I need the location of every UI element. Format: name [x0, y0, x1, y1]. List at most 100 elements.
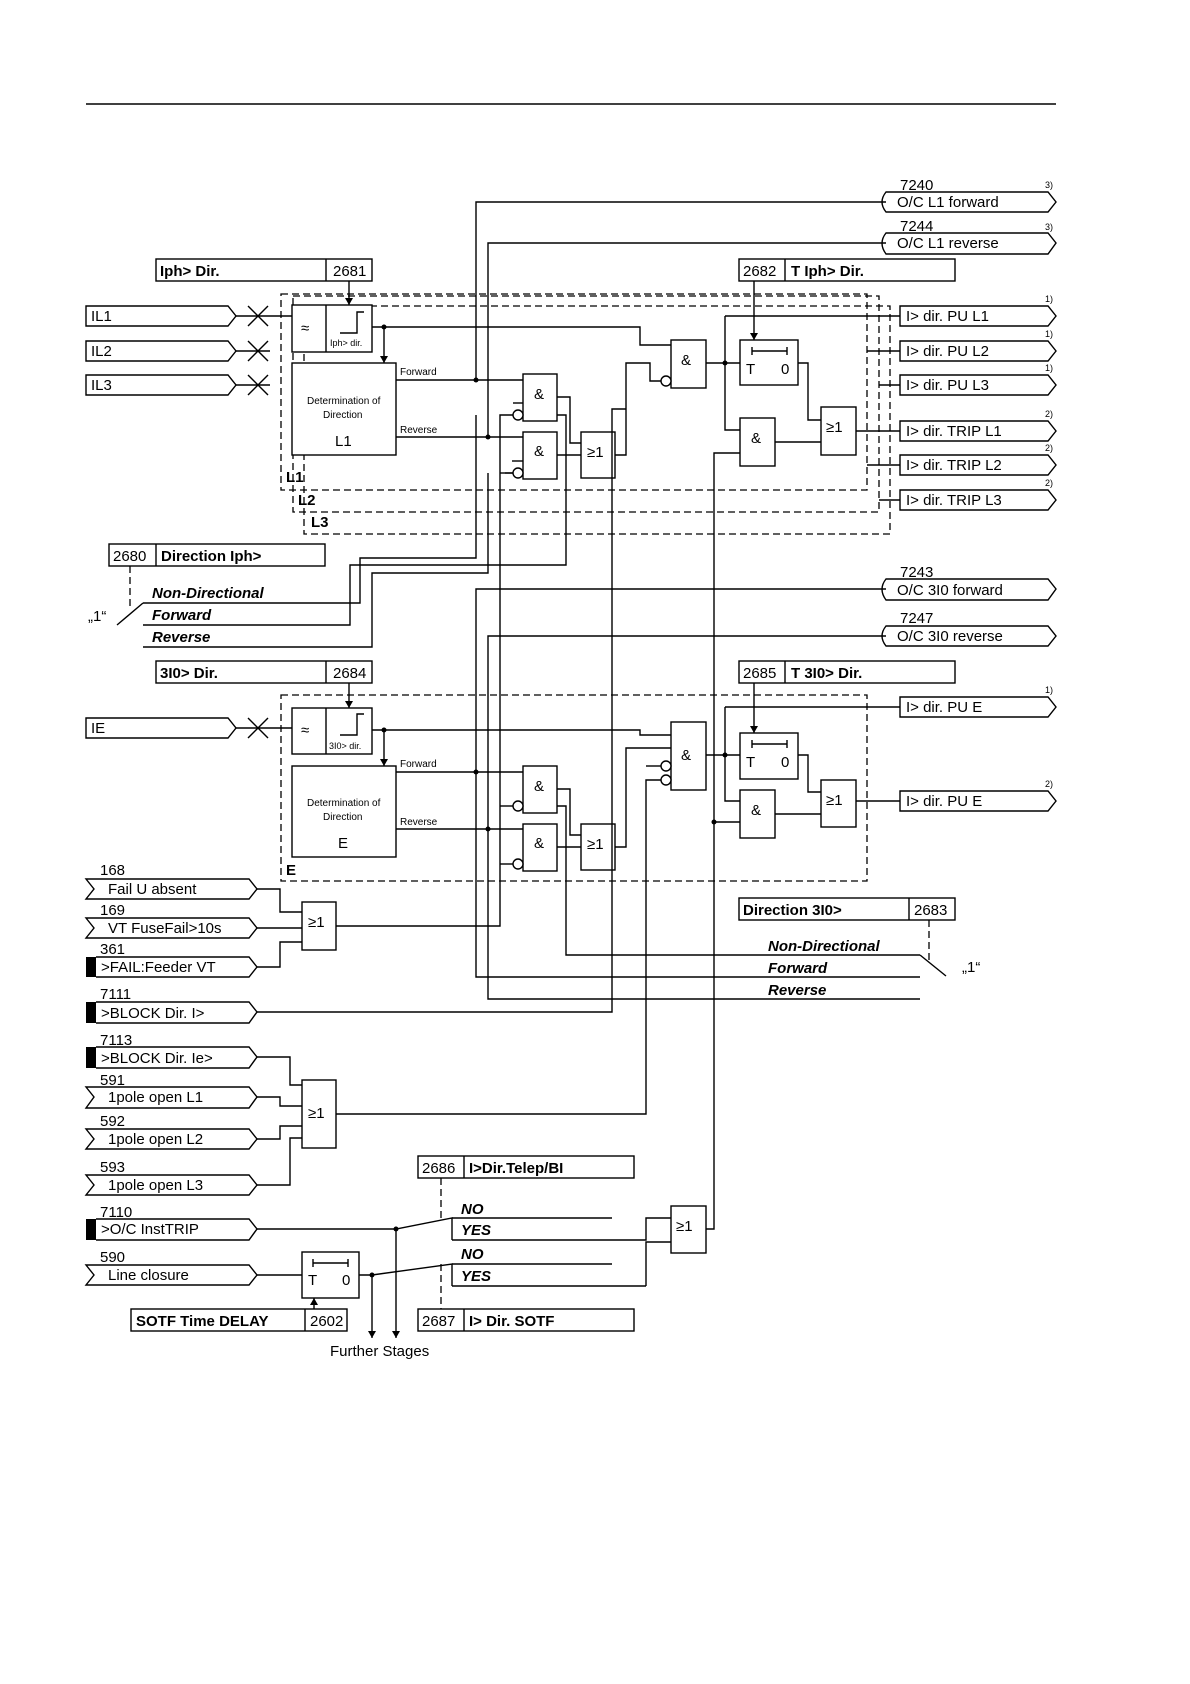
bi-label: >BLOCK Dir. I> [101, 1005, 205, 1022]
input-il1: IL1 [85, 305, 237, 327]
mode-yes: YES [461, 1268, 491, 1285]
bi-number: 7113 [100, 1032, 132, 1049]
or-gate-block-e [301, 1079, 337, 1149]
gate-symbol: & [751, 802, 761, 819]
det-label: Direction [323, 812, 362, 823]
gate-symbol: ≥1 [308, 914, 325, 931]
param-3i0-dir: 3I0> Dir. 2684 [155, 660, 373, 684]
footnote: 1) [1045, 329, 1053, 339]
input-label: IE [91, 720, 105, 737]
gate-symbol: & [534, 386, 544, 403]
bi-label: VT FuseFail>10s [108, 920, 222, 937]
det-phase: E [338, 835, 348, 852]
output-label: O/C L1 reverse [897, 235, 999, 252]
output-pu-l2: I> dir. PU L2 1) [899, 329, 1057, 362]
timer-t: T [746, 361, 755, 378]
timer-t-iph: T 0 [739, 339, 799, 386]
selector-one: „1“ [88, 608, 106, 625]
and-gate-rev-e [522, 823, 558, 872]
mode-forward: Forward [152, 607, 212, 624]
mode-no: NO [461, 1201, 484, 1218]
footnote: 3) [1045, 222, 1053, 232]
bi-number: 592 [100, 1113, 125, 1130]
gate-symbol: ≥1 [587, 836, 604, 853]
and-gate-fwd-l1 [522, 373, 558, 422]
param-number: 2602 [310, 1313, 343, 1330]
bi-label: 1pole open L1 [108, 1089, 203, 1106]
param-sotf: 2687 I> Dir. SOTF [417, 1308, 635, 1332]
gate-symbol: ≥1 [587, 444, 604, 461]
param-number: 2686 [422, 1160, 455, 1177]
timer-t: T [308, 1272, 317, 1289]
footnote: 2) [1045, 478, 1053, 488]
footnote: 2) [1045, 779, 1053, 789]
gate-symbol: & [534, 443, 544, 460]
reverse-small: Reverse [400, 425, 438, 436]
param-label: I>Dir.Telep/BI [469, 1160, 563, 1177]
param-number: 2683 [914, 902, 947, 919]
zone-l1-label: L1 [286, 469, 304, 486]
input-label: IL1 [91, 308, 112, 325]
output-number: 7243 [900, 564, 933, 581]
and-gate-main-e [670, 721, 707, 791]
param-direction-3i0: Direction 3I0> 2683 [738, 897, 956, 921]
param-label: Direction Iph> [161, 548, 262, 565]
det-label: Determination of [307, 798, 381, 809]
forward-small: Forward [400, 759, 437, 770]
direction-determination-l1: Determination of Direction L1 [291, 362, 397, 456]
or-gate-l1 [580, 431, 616, 479]
bi-number: 590 [100, 1249, 125, 1266]
param-label: I> Dir. SOTF [469, 1313, 554, 1330]
param-number: 2682 [743, 263, 776, 280]
output-trip-l3: I> dir. TRIP L3 2) [899, 478, 1057, 511]
param-number: 2681 [333, 263, 366, 280]
param-label: Iph> Dir. [160, 263, 220, 280]
input-il3: IL3 [85, 374, 237, 396]
filter-threshold-e: ≈ 3I0> dir. [291, 707, 373, 755]
output-label: I> dir. PU E [906, 699, 982, 716]
input-label: IL3 [91, 377, 112, 394]
mode-reverse: Reverse [152, 629, 210, 646]
timer-t: T [746, 754, 755, 771]
output-trip-l2: I> dir. TRIP L2 2) [899, 443, 1057, 476]
mode-nondir: Non-Directional [152, 585, 265, 602]
reverse-small: Reverse [400, 817, 438, 828]
param-number: 2687 [422, 1313, 455, 1330]
param-sotf-delay: SOTF Time DELAY 2602 [130, 1308, 348, 1332]
bi-fail-feeder-vt: >FAIL:Feeder VT [86, 956, 258, 978]
det-label: Determination of [307, 396, 381, 407]
input-ie: IE [85, 717, 237, 739]
bi-label: 1pole open L3 [108, 1177, 203, 1194]
bi-label: >O/C InstTRIP [101, 1221, 199, 1238]
bi-label: >FAIL:Feeder VT [101, 959, 216, 976]
output-pu-l1: I> dir. PU L1 1) [899, 294, 1057, 327]
footnote: 3) [1045, 180, 1053, 190]
param-label: Direction 3I0> [743, 902, 842, 919]
bi-block-dir-i: >BLOCK Dir. I> [86, 1001, 258, 1024]
mode-forward: Forward [768, 960, 828, 977]
output-pu-l3: I> dir. PU L3 1) [899, 363, 1057, 396]
bi-1pole-open-l1: 1pole open L1 [84, 1086, 258, 1109]
input-label: IL2 [91, 343, 112, 360]
output-label: O/C 3I0 reverse [897, 628, 1003, 645]
output-7240: 7240 3) O/C L1 forward [881, 177, 1057, 213]
param-iph-dir: Iph> Dir. 2681 [155, 258, 373, 282]
timer-0: 0 [781, 754, 789, 771]
gate-symbol: ≥1 [308, 1105, 325, 1122]
gate-symbol: & [534, 778, 544, 795]
det-label: Direction [323, 410, 362, 421]
output-pu-e-1: I> dir. PU E 1) [899, 685, 1057, 718]
gate-symbol: & [681, 352, 691, 369]
footnote: 2) [1045, 443, 1053, 453]
output-number: 7247 [900, 610, 933, 627]
bi-1pole-open-l2: 1pole open L2 [84, 1128, 258, 1150]
zone-e-frame [280, 694, 868, 882]
bi-oc-insttrip: >O/C InstTRIP [86, 1218, 258, 1241]
output-label: O/C 3I0 forward [897, 582, 1003, 599]
det-phase: L1 [335, 433, 352, 450]
and-gate-main-l1 [670, 339, 707, 389]
zone-l3-label: L3 [311, 514, 329, 531]
output-label: O/C L1 forward [897, 194, 999, 211]
zone-l1-frame [280, 293, 868, 491]
